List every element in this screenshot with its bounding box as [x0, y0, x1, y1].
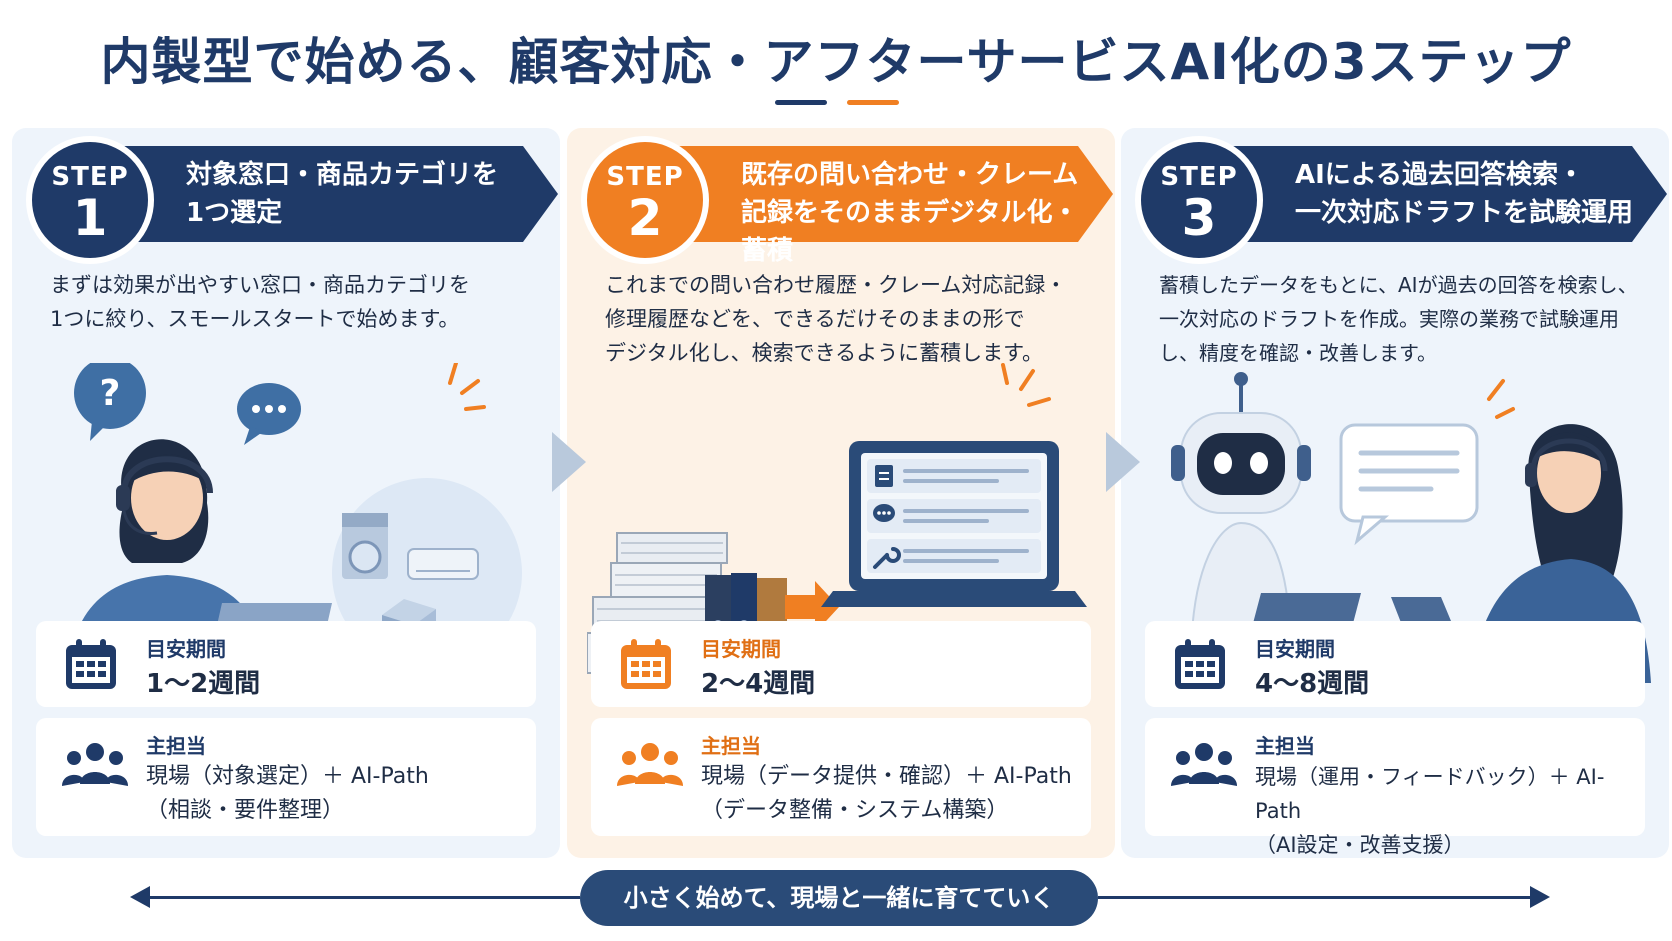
- page-title: 内製型で始める、顧客対応・アフターサービスAI化の3ステップ: [100, 33, 1572, 91]
- step-2-banner: [633, 146, 1113, 242]
- step-2-owner-card: 主担当 現場（データ提供・確認）＋ AI-Path （データ整備・システム構築）: [591, 718, 1091, 836]
- step-3-column: STEP 3 AIによる過去回答検索・ 一次対応ドラフトを試験運用 蓄積したデー…: [1121, 128, 1669, 858]
- step-2-period-card: 目安期間 2〜4週間: [591, 621, 1091, 707]
- owner-value: 現場（対象選定）＋ AI-Path （相談・要件整理）: [146, 764, 429, 823]
- step-2-badge: STEP 2: [581, 136, 709, 264]
- people-icon: [62, 743, 128, 786]
- period-label: 目安期間: [701, 637, 781, 661]
- step-1-badge: STEP 1: [26, 136, 154, 264]
- owner-label: 主担当: [1255, 734, 1315, 758]
- step-3-description: 蓄積したデータをもとに、AIが過去の回答を検索し、 一次対応のドラフトを作成。実…: [1159, 273, 1638, 365]
- period-label: 目安期間: [146, 637, 226, 661]
- step-3-period-card: 目安期間 4〜8週間: [1145, 621, 1645, 707]
- step-2-heading: 既存の問い合わせ・クレーム 記録をそのままデジタル化・蓄積: [741, 160, 1079, 266]
- step-2-description: これまでの問い合わせ履歴・クレーム対応記録・ 修理履歴などを、できるだけそのまま…: [605, 273, 1067, 365]
- calendar-icon: [621, 639, 671, 689]
- people-icon: [617, 743, 683, 786]
- step-1-owner-card: 主担当 現場（対象選定）＋ AI-Path （相談・要件整理）: [36, 718, 536, 836]
- period-value: 4〜8週間: [1255, 669, 1370, 699]
- calendar-icon: [1175, 639, 1225, 689]
- wrench-icon: [873, 547, 901, 569]
- svg-text:?: ?: [100, 373, 121, 414]
- step-1-header: STEP 1 対象窓口・商品カテゴリを 1つ選定: [26, 136, 562, 264]
- chevron-right-icon: [552, 432, 586, 492]
- arrow-right-icon: [785, 581, 839, 633]
- period-label: 目安期間: [1255, 637, 1335, 661]
- owner-value: 現場（運用・フィードバック）＋ AI-Path （AI設定・改善支援）: [1255, 765, 1605, 857]
- step-1-heading: 対象窓口・商品カテゴリを 1つ選定: [186, 160, 499, 228]
- attention-marks-icon: [1487, 379, 1515, 419]
- step-3-owner-card: 主担当 現場（運用・フィードバック）＋ AI-Path （AI設定・改善支援）: [1145, 718, 1645, 857]
- air-conditioner-icon: [407, 548, 479, 580]
- chat-bubble-icon: [237, 383, 301, 445]
- step-3-banner: [1187, 146, 1667, 242]
- laptop-screen-icon: [821, 441, 1087, 607]
- chat-icon: [873, 504, 895, 522]
- washing-machine-icon: [342, 513, 388, 579]
- step-3-heading: AIによる過去回答検索・ 一次対応ドラフトを試験運用: [1295, 160, 1634, 228]
- speech-bubble-icon: [1339, 423, 1479, 546]
- step-1-column: STEP 1 対象窓口・商品カテゴリを 1つ選定 まずは効果が出やすい窓口・商品…: [12, 128, 560, 858]
- period-value: 1〜2週間: [146, 669, 261, 699]
- step-3-badge: STEP 3: [1135, 136, 1263, 264]
- timeline-line-left: [140, 896, 580, 899]
- question-bubble-icon: ?: [74, 363, 146, 441]
- step-1-description: まずは効果が出やすい窓口・商品カテゴリを 1つに絞り、スモールスタートで始めます…: [50, 273, 470, 331]
- owner-value: 現場（データ提供・確認）＋ AI-Path （データ整備・システム構築）: [701, 764, 1072, 823]
- calendar-icon: [66, 639, 116, 689]
- timeline-line-right: [1098, 896, 1536, 899]
- step-1-period-card: 目安期間 1〜2週間: [36, 621, 536, 707]
- owner-label: 主担当: [146, 734, 206, 758]
- chevron-right-icon: [1106, 432, 1140, 492]
- period-value: 2〜4週間: [701, 669, 816, 699]
- arrow-right-icon: [1530, 886, 1550, 908]
- title-underline: [775, 100, 899, 105]
- people-icon: [1171, 743, 1237, 786]
- step-2-illustration: [587, 363, 1087, 675]
- attention-marks-icon: [448, 363, 486, 411]
- step-2-header: STEP 2 既存の問い合わせ・クレーム 記録をそのままデジタル化・蓄積: [581, 136, 1117, 266]
- step-2-column: STEP 2 既存の問い合わせ・クレーム 記録をそのままデジタル化・蓄積 これま…: [567, 128, 1115, 858]
- owner-label: 主担当: [701, 734, 761, 758]
- document-icon: [875, 465, 893, 487]
- attention-marks-icon: [1001, 363, 1051, 407]
- arrow-left-icon: [130, 886, 150, 908]
- bottom-message: 小さく始めて、現場と一緒に育てていく: [580, 870, 1098, 926]
- step-1-banner: [78, 146, 558, 242]
- step-3-header: STEP 3 AIによる過去回答検索・ 一次対応ドラフトを試験運用: [1135, 136, 1671, 264]
